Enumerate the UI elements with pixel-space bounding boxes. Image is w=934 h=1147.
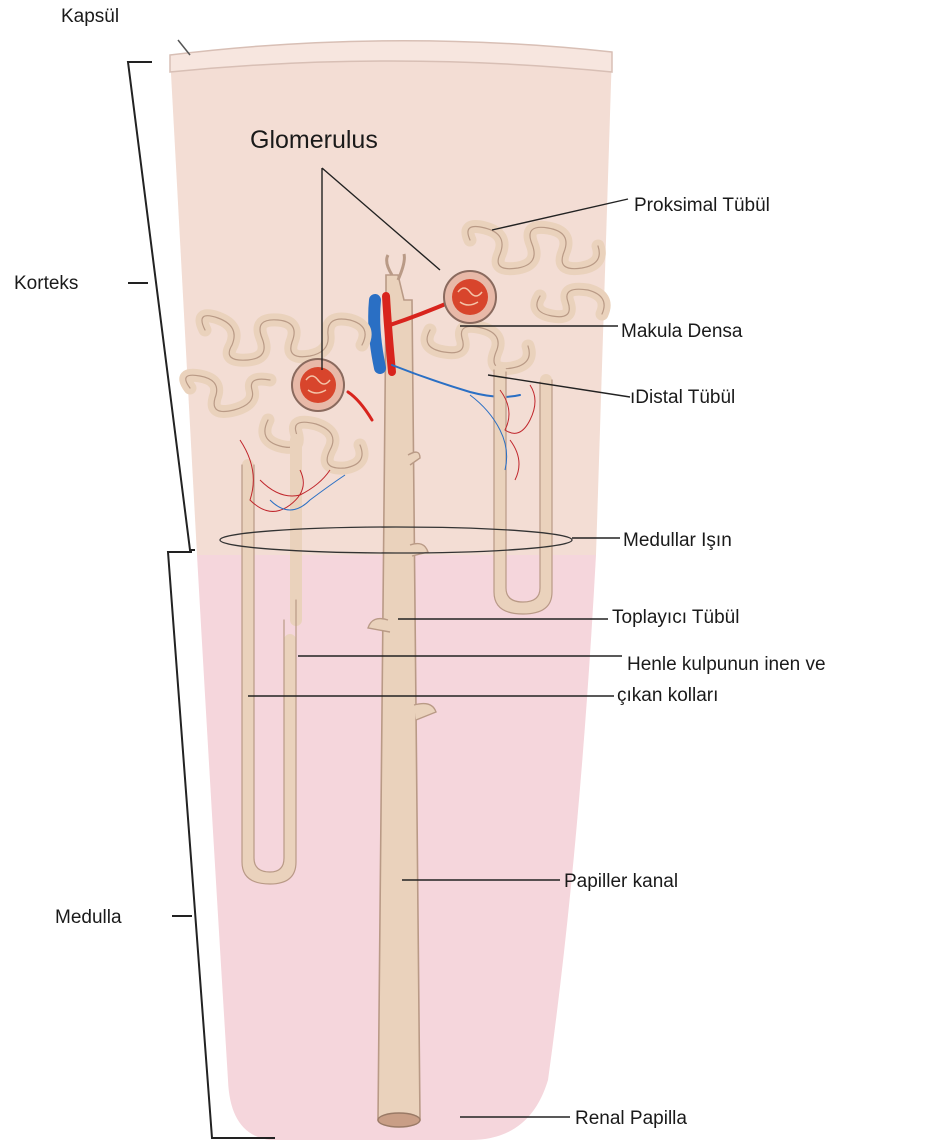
duct-opening <box>378 1113 420 1127</box>
label-makula: Makula Densa <box>621 321 743 342</box>
label-medulla: Medulla <box>55 907 122 928</box>
left-glomerulus <box>300 367 336 403</box>
label-proksimal: Proksimal Tübül <box>634 195 770 216</box>
vein-vessel <box>374 300 380 368</box>
label-toplayici: Toplayıcı Tübül <box>612 607 739 628</box>
label-korteks: Korteks <box>14 273 78 294</box>
label-renal: Renal Papilla <box>575 1108 687 1129</box>
label-kapsul: Kapsül <box>61 6 119 27</box>
label-glomerulus: Glomerulus <box>250 126 378 154</box>
label-distal: ıDistal Tübül <box>630 387 735 408</box>
collecting-duct-body <box>378 275 420 1120</box>
label-henle-1: Henle kulpunun inen ve <box>627 654 826 675</box>
label-medullar: Medullar Işın <box>623 530 732 551</box>
right-glomerulus <box>452 279 488 315</box>
label-papiller: Papiller kanal <box>564 871 678 892</box>
label-henle-2: çıkan kolları <box>617 685 718 706</box>
